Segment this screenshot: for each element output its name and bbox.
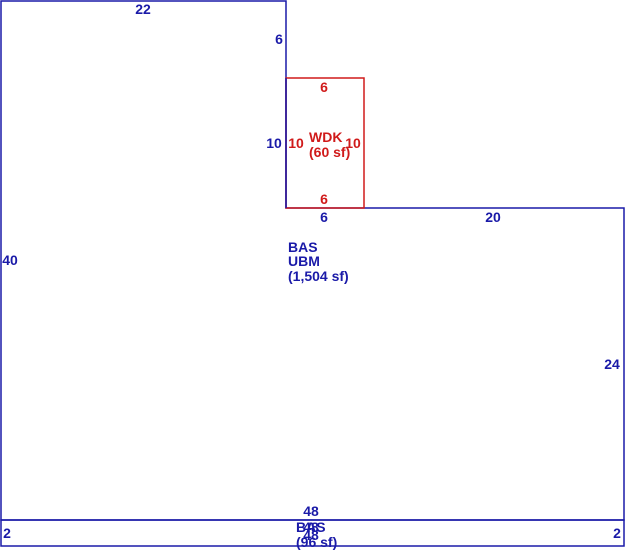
- main-area-name: UBM: [288, 253, 320, 269]
- dim-main-right: 24: [604, 356, 620, 372]
- dim-strip-bottom: 48: [303, 527, 319, 543]
- strip-code: BAS: [296, 519, 326, 535]
- dim-strip-left: 2: [3, 525, 11, 541]
- dim-deck-top: 6: [320, 79, 328, 95]
- dim-deck-right: 10: [345, 135, 361, 151]
- dim-deck-bottom: 6: [320, 191, 328, 207]
- dim-main-right-top: 20: [485, 209, 501, 225]
- dim-main-left: 40: [2, 252, 18, 268]
- dim-main-top: 22: [135, 1, 151, 17]
- dim-deck-left-outer: 10: [266, 135, 282, 151]
- main-area-size: (1,504 sf): [288, 268, 349, 284]
- deck-name: WDK: [309, 129, 342, 145]
- dim-main-notch-bottom: 6: [320, 209, 328, 225]
- dim-main-bottom: 48: [303, 503, 319, 519]
- main-area-code: BAS: [288, 239, 318, 255]
- strip-size: (96 sf): [296, 534, 337, 550]
- dim-strip-top: 48: [303, 519, 319, 535]
- dim-strip-right: 2: [613, 525, 621, 541]
- deck-size: (60 sf): [309, 144, 350, 160]
- dim-deck-left: 10: [288, 135, 304, 151]
- strip-outline: [0, 519, 625, 547]
- dim-main-notch-left: 6: [275, 31, 283, 47]
